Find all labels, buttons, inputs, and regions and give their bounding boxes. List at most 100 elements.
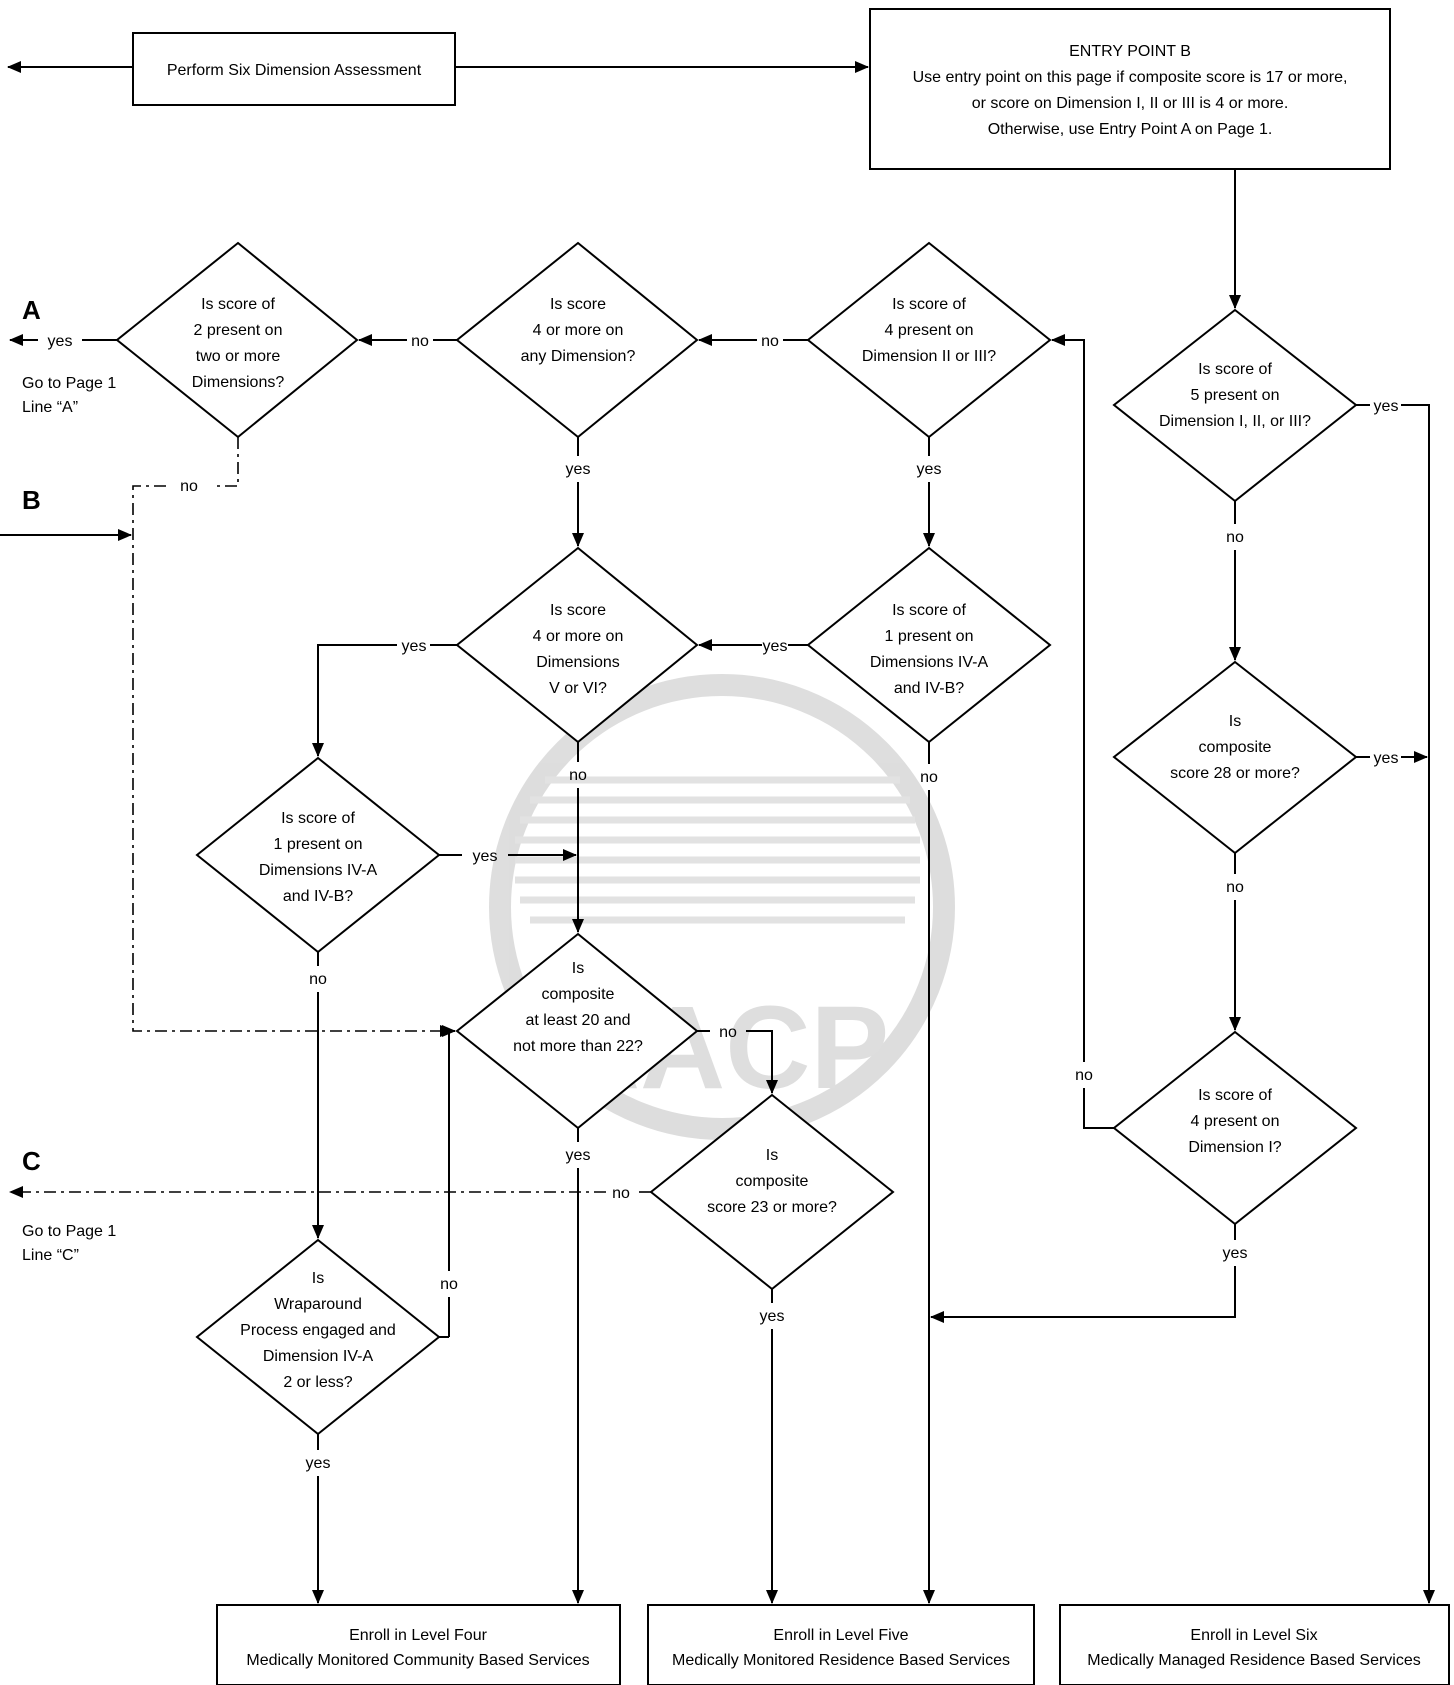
outcome-level-six: Enroll in Level Six Medically Managed Re… [1059,1604,1450,1685]
svg-text:Is score: Is score [550,296,606,313]
entry-point-b-line: Otherwise, use Entry Point A on Page 1. [988,121,1273,138]
decision-score-5-dim-1-2-3: Is score of 5 present on Dimension I, II… [1112,308,1358,503]
svg-text:4 present on: 4 present on [885,322,974,339]
svg-text:Is: Is [572,960,584,977]
connector-c-letter: C [22,1146,41,1176]
svg-text:2 or less?: 2 or less? [283,1374,352,1391]
svg-text:Dimensions?: Dimensions? [192,374,285,391]
svg-text:Is score of: Is score of [892,602,966,619]
outcome-level-four: Enroll in Level Four Medically Monitored… [216,1604,621,1685]
svg-text:score 28 or more?: score 28 or more? [1170,765,1300,782]
svg-text:Dimensions IV-A: Dimensions IV-A [259,862,378,879]
svg-text:Process engaged and: Process engaged and [240,1322,396,1339]
edge-label-no: no [440,1276,458,1293]
edge-label-no: no [569,767,587,784]
svg-text:score 23 or more?: score 23 or more? [707,1199,837,1216]
svg-text:Medically Monitored Residence: Medically Monitored Residence Based Serv… [672,1652,1010,1669]
decision-composite-23: Is composite score 23 or more? [649,1093,895,1291]
decision-score-4-dim-1: Is score of 4 present on Dimension I? [1112,1030,1358,1226]
edge-label-yes: yes [763,638,788,655]
svg-text:Dimensions IV-A: Dimensions IV-A [870,654,989,671]
svg-text:Dimension IV-A: Dimension IV-A [263,1348,374,1365]
svg-text:composite: composite [1199,739,1272,756]
connector-c-note: Line “C” [22,1247,79,1264]
svg-text:4 or more on: 4 or more on [533,628,624,645]
connector-a-letter: A [22,295,41,325]
edge-label-yes: yes [566,1147,591,1164]
edge-label-yes: yes [1374,750,1399,767]
svg-text:Enroll in Level Five: Enroll in Level Five [773,1627,908,1644]
connector-c-note: Go to Page 1 [22,1223,116,1240]
edge-label-yes: yes [48,333,73,350]
svg-text:composite: composite [542,986,615,1003]
svg-text:two or more: two or more [196,348,281,365]
edge-label-yes: yes [566,461,591,478]
svg-text:any Dimension?: any Dimension? [521,348,636,365]
edge-label-no: no [309,971,327,988]
svg-text:Is: Is [1229,713,1241,730]
edge-label-no: no [1226,529,1244,546]
svg-text:Medically Monitored Community: Medically Monitored Community Based Serv… [246,1652,589,1669]
outcome-level-five: Enroll in Level Five Medically Monitored… [647,1604,1035,1685]
edge-label-yes: yes [402,638,427,655]
svg-text:not more than 22?: not more than 22? [513,1038,643,1055]
decision-composite-20-22: Is composite at least 20 and not more th… [455,932,699,1130]
off-page-connectors: A Go to Page 1 Line “A” B C Go to Page 1… [22,295,116,1264]
svg-text:Dimension I, II, or III?: Dimension I, II, or III? [1159,413,1311,430]
connector-b-letter: B [22,485,41,515]
decision-composite-28: Is composite score 28 or more? [1112,660,1358,855]
decision-score-4-any-dim: Is score 4 or more on any Dimension? [455,241,699,439]
svg-text:Is score of: Is score of [1198,361,1272,378]
start-box-label: Perform Six Dimension Assessment [167,62,422,79]
edge-label-yes: yes [1223,1245,1248,1262]
edge-labels: no no yes no yes yes yes yes no no yes n… [48,333,1399,1472]
connectors [0,61,1435,1604]
edge-label-no: no [1075,1067,1093,1084]
edge-label-no: no [411,333,429,350]
svg-text:Is score of: Is score of [1198,1087,1272,1104]
svg-text:and IV-B?: and IV-B? [894,680,964,697]
decision-wraparound: Is Wraparound Process engaged and Dimens… [195,1238,441,1436]
svg-text:V or VI?: V or VI? [549,680,607,697]
svg-text:Is score of: Is score of [201,296,275,313]
decision-score-1-dim-4a-4b-lower: Is score of 1 present on Dimensions IV-A… [195,756,441,954]
edge-label-no: no [719,1024,737,1041]
start-box: Perform Six Dimension Assessment [132,32,456,106]
edge-label-yes: yes [760,1308,785,1325]
svg-text:Enroll in Level Four: Enroll in Level Four [349,1627,488,1644]
edge-label-no: no [612,1185,630,1202]
decision-score-4-dim-2-3: Is score of 4 present on Dimension II or… [806,241,1052,439]
svg-text:1 present on: 1 present on [885,628,974,645]
connector-a-note: Line “A” [22,399,78,416]
connector-a-note: Go to Page 1 [22,375,116,392]
entry-point-b-title: ENTRY POINT B [1069,43,1191,60]
svg-text:Dimension II or III?: Dimension II or III? [862,348,996,365]
svg-text:Is: Is [312,1270,324,1287]
edge-label-no: no [1226,879,1244,896]
svg-text:Wraparound: Wraparound [274,1296,362,1313]
svg-text:at least 20 and: at least 20 and [526,1012,631,1029]
svg-text:Is score of: Is score of [892,296,966,313]
svg-text:composite: composite [736,1173,809,1190]
svg-text:4 present on: 4 present on [1191,1113,1280,1130]
entry-point-b-box: ENTRY POINT B Use entry point on this pa… [869,8,1391,170]
svg-text:Is: Is [766,1147,778,1164]
svg-text:Dimensions: Dimensions [536,654,620,671]
svg-text:Is score: Is score [550,602,606,619]
svg-text:1 present on: 1 present on [274,836,363,853]
svg-text:5 present on: 5 present on [1191,387,1280,404]
svg-text:Dimension I?: Dimension I? [1188,1139,1281,1156]
svg-text:4 or more on: 4 or more on [533,322,624,339]
svg-text:Is score of: Is score of [281,810,355,827]
svg-text:Medically Managed Residence Ba: Medically Managed Residence Based Servic… [1087,1652,1421,1669]
edge-label-no: no [761,333,779,350]
entry-point-b-line: or score on Dimension I, II or III is 4 … [972,95,1289,112]
svg-text:Enroll in Level Six: Enroll in Level Six [1190,1627,1317,1644]
svg-text:and IV-B?: and IV-B? [283,888,353,905]
entry-point-b-line: Use entry point on this page if composit… [913,69,1348,86]
edge-label-no: no [920,769,938,786]
edge-label-yes: yes [306,1455,331,1472]
edge-label-yes: yes [473,848,498,865]
edge-label-no: no [180,478,198,495]
